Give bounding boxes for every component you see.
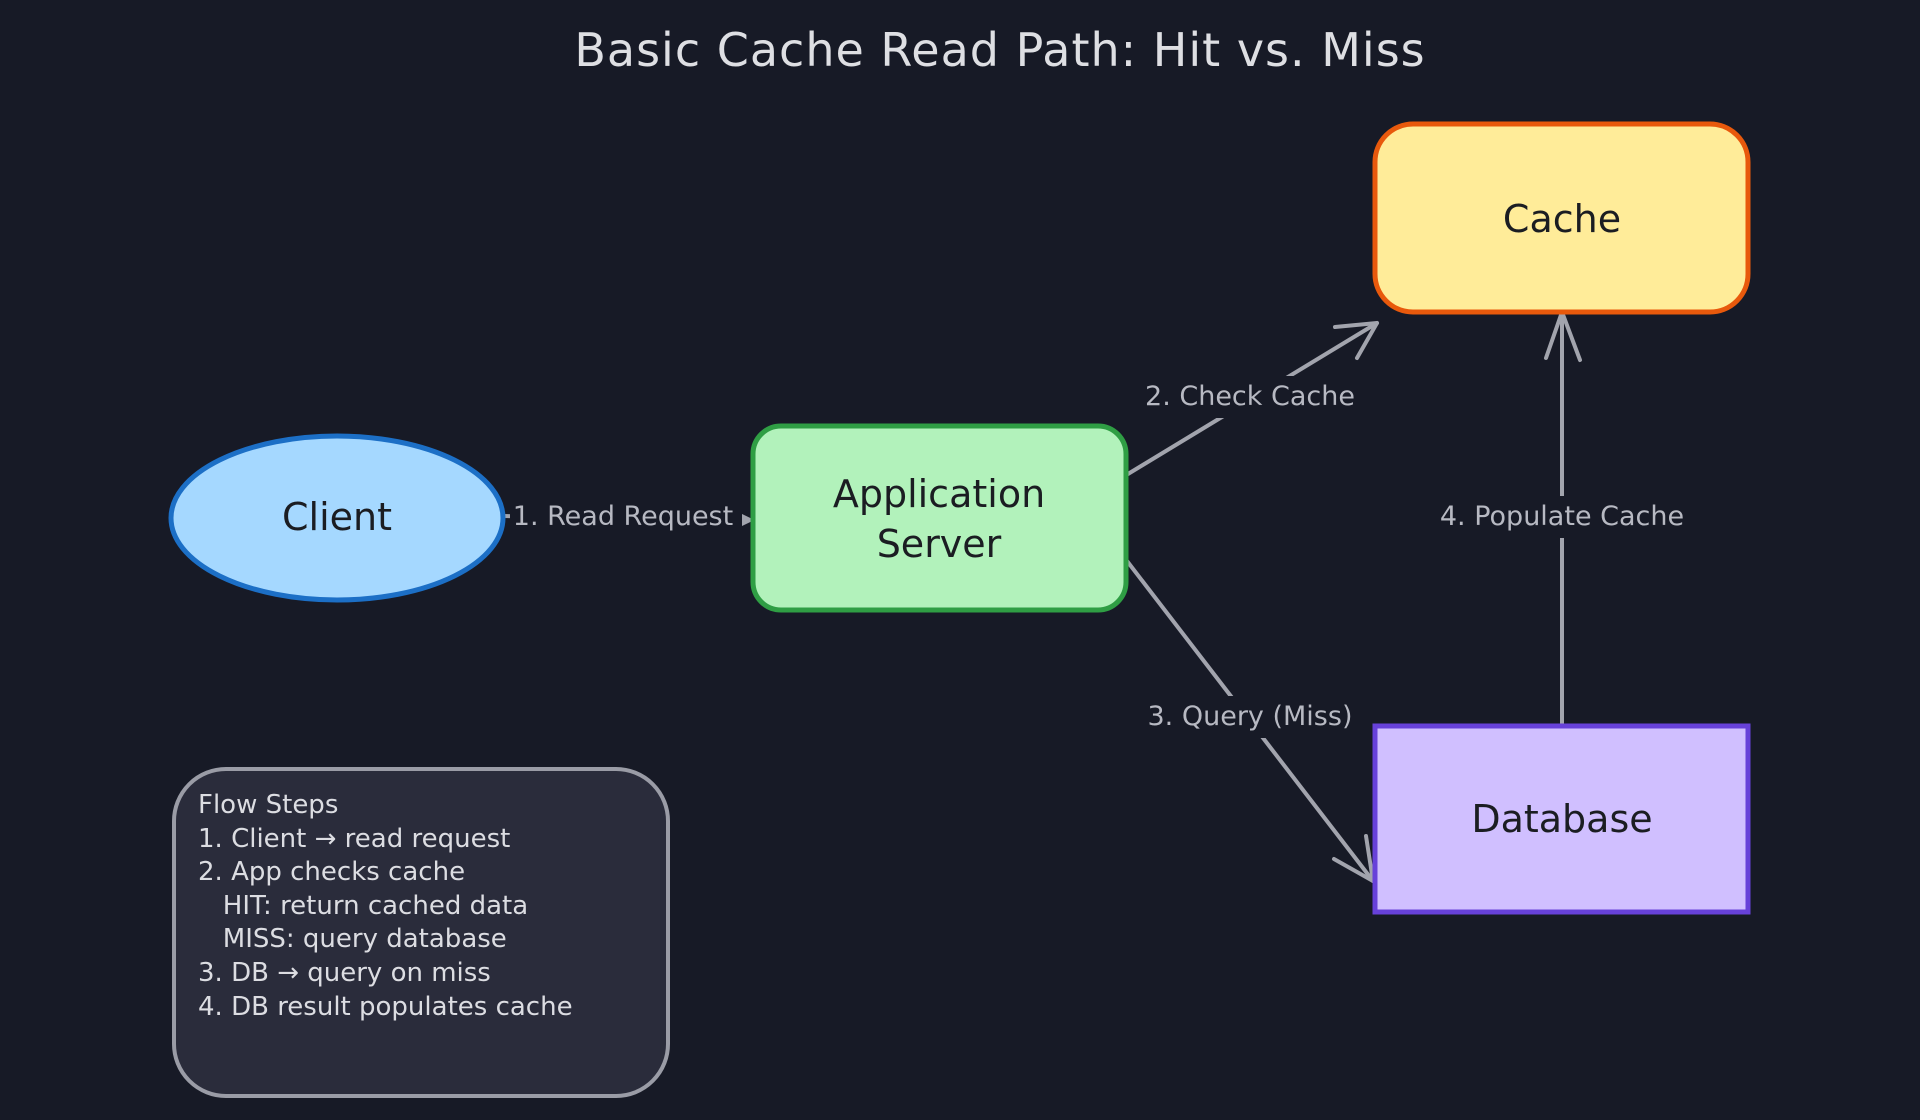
edge-label-read-request: 1. Read Request bbox=[513, 501, 733, 532]
node-client: Client bbox=[168, 433, 506, 603]
node-cache: Cache bbox=[1372, 121, 1751, 315]
node-application-server-shape bbox=[750, 423, 1129, 613]
flow-step-line: 4. DB result populates cache bbox=[198, 991, 573, 1022]
edge-label-populate-cache-group: 4. Populate Cache bbox=[1426, 496, 1698, 538]
edge-label-query-miss-group: 3. Query (Miss) bbox=[1132, 696, 1370, 738]
node-client-label: Client bbox=[282, 495, 392, 539]
flow-step-line: MISS: query database bbox=[198, 924, 507, 955]
node-cache-shape bbox=[1372, 121, 1751, 315]
node-database-shape bbox=[1372, 723, 1751, 915]
node-database-label: Database bbox=[1471, 797, 1652, 841]
flow-step-line: 2. App checks cache bbox=[198, 857, 466, 888]
node-application-server: Application Server bbox=[750, 423, 1129, 613]
edge-label-query-miss: 3. Query (Miss) bbox=[1148, 701, 1353, 732]
flow-steps-heading: Flow Steps bbox=[198, 790, 339, 820]
flow-step-line: HIT: return cached data bbox=[198, 890, 529, 921]
diagram-title: Basic Cache Read Path: Hit vs. Miss bbox=[574, 23, 1425, 77]
edge-label-read-request-group: 1. Read Request bbox=[510, 496, 742, 536]
node-application-server-label-line2: Server bbox=[877, 522, 1002, 566]
flow-step-line: 1. Client → read request bbox=[198, 823, 511, 854]
node-database: Database bbox=[1372, 723, 1751, 915]
node-application-server-label-line1: Application bbox=[833, 472, 1045, 516]
node-client-shape bbox=[168, 433, 506, 603]
flow-steps-legend: Flow Steps 1. Client → read request 2. A… bbox=[172, 767, 670, 1098]
edge-check-cache-arrowhead bbox=[1333, 321, 1379, 360]
edge-label-check-cache-group: 2. Check Cache bbox=[1130, 376, 1370, 418]
flow-step-line: 3. DB → query on miss bbox=[198, 957, 491, 988]
edge-label-check-cache: 2. Check Cache bbox=[1145, 381, 1355, 412]
node-cache-label: Cache bbox=[1503, 197, 1621, 241]
edge-label-populate-cache: 4. Populate Cache bbox=[1440, 501, 1684, 532]
